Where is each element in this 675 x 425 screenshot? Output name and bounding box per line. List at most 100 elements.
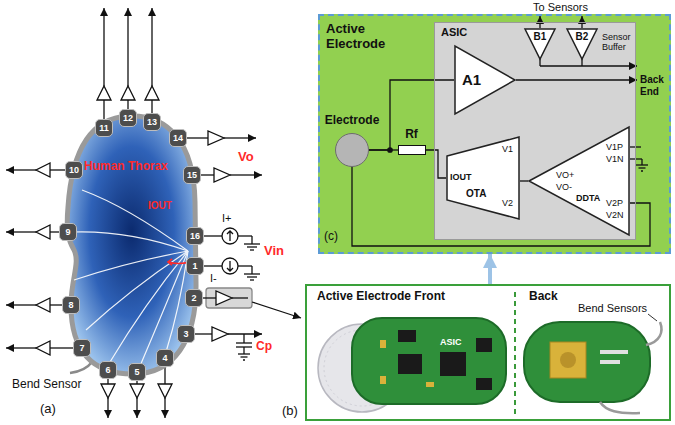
electrode-photo-back [600, 402, 640, 413]
current-source [204, 265, 222, 266]
electrode-number: 10 [66, 162, 82, 178]
electrode-pad: 10 [65, 161, 83, 179]
buffer-amplifier [201, 174, 214, 175]
electrode-number: 2 [186, 290, 202, 306]
node-label: DDTA [576, 193, 600, 203]
buffer-amplifier: B2 [566, 28, 598, 60]
node-label: OTA [466, 188, 486, 200]
node-label: ASIC [441, 26, 467, 39]
buffer-amplifier [145, 86, 159, 100]
node-label: V1N [606, 154, 624, 164]
connector-wire [426, 150, 446, 178]
node-label: B1 [524, 31, 556, 43]
buffer-amplifier [127, 8, 128, 86]
buffer-amplifier [36, 298, 50, 312]
node-label: V2N [606, 210, 624, 220]
buffer-amplifier [107, 398, 108, 418]
electrode-pad: 12 [119, 109, 137, 127]
electrode-photo-back [648, 314, 657, 321]
annotation-label: (a) [40, 402, 56, 417]
electrode-number: 7 [74, 340, 90, 356]
electrode-disc [336, 134, 370, 168]
thorax-outline [140, 251, 188, 366]
current-source [238, 265, 252, 266]
node-label: Active Electrode Front [317, 290, 445, 304]
zoomed-buffer [216, 291, 232, 305]
electrode-pad: 3 [177, 325, 195, 343]
current-source [244, 243, 260, 244]
node-label: Human Thorax [84, 160, 168, 174]
annotation-label: Vin [264, 244, 284, 259]
annotation-label: ASIC [440, 337, 462, 347]
current-source [247, 276, 257, 277]
amplifier-triangle: A1 [454, 45, 516, 115]
electrode-pad: 7 [73, 339, 91, 357]
annotation-label: Back End [640, 74, 668, 97]
annotation-label: Cp [256, 340, 272, 354]
electrode-pad: 2 [185, 289, 203, 307]
node-label: V2P [606, 198, 623, 208]
annotation-label: Sensor Buffer [602, 32, 636, 53]
electrode-photo-back [560, 352, 576, 368]
electrode-photo-back [524, 314, 661, 413]
annotation-label: Bend Sensor [12, 378, 81, 392]
asic-fill [434, 22, 636, 240]
node-label: Back [529, 290, 558, 304]
buffer-amplifier [164, 398, 165, 418]
electrode-number: 12 [120, 110, 136, 126]
current-source [222, 258, 238, 274]
electrode-pad: 9 [59, 223, 77, 241]
circuit-wire [636, 164, 648, 165]
buffer-amplifier [224, 137, 256, 138]
node-label: Active Electrode [326, 22, 410, 52]
resistor-symbol: Rf [398, 145, 426, 155]
electrode-pad: 4 [156, 349, 174, 367]
capacitor-symbol [243, 347, 244, 354]
thorax-outline [72, 232, 188, 251]
electrode-pad: 15 [183, 166, 201, 184]
buffer-amplifier [121, 86, 135, 100]
capacitor-symbol [243, 359, 245, 360]
node-label: A1 [462, 71, 481, 88]
buffer-amplifier [151, 100, 152, 113]
electrode-number: 15 [184, 167, 200, 183]
panel-fill [318, 14, 671, 254]
electrode-photo-front [318, 318, 506, 412]
electrode-disc: Electrode [335, 133, 369, 167]
buffer-amplifier [208, 131, 224, 145]
electrode-photo-front [398, 330, 416, 342]
current-source [247, 246, 257, 247]
node-label: VO- [556, 182, 572, 192]
zoomed-buffer [203, 297, 216, 298]
current-source [244, 273, 260, 274]
annotation-label: Vo [238, 150, 254, 165]
buffer-amplifier [164, 367, 165, 384]
node-label: IOUT [148, 200, 172, 212]
capacitor-symbol [241, 356, 248, 357]
electrode-pad: 1 [186, 257, 204, 275]
connector-wire [369, 80, 454, 150]
buffer-amplifier [6, 347, 36, 348]
annotation-label: I- [210, 272, 217, 285]
buffer-amplifier [36, 341, 50, 355]
node-label: V1 [502, 144, 513, 154]
electrode-number: 11 [96, 120, 112, 136]
ota-block: IOUTV1V2OTA [446, 136, 520, 220]
capacitor-symbol [236, 342, 252, 343]
buffer-amplifier [228, 333, 262, 334]
zoomed-buffer [203, 288, 301, 318]
buffer-amplifier [6, 304, 36, 305]
thorax-outline [74, 251, 188, 280]
current-source [251, 236, 252, 244]
current-source [204, 235, 222, 236]
electrode-number: 16 [187, 228, 203, 244]
asic-block: ASICB1B2A1IOUTV1V2OTAVO+VO-V1PV1NV2PV2ND… [434, 22, 636, 240]
circuit-wire [639, 167, 646, 168]
annotation-label: To Sensors [533, 1, 588, 14]
capacitor-symbol [238, 353, 250, 354]
circuit-wire [630, 158, 642, 159]
current-source [227, 261, 233, 271]
capacitor-symbol [243, 334, 244, 343]
electrode-photo-back [524, 322, 650, 402]
buffer-amplifier [214, 168, 230, 182]
